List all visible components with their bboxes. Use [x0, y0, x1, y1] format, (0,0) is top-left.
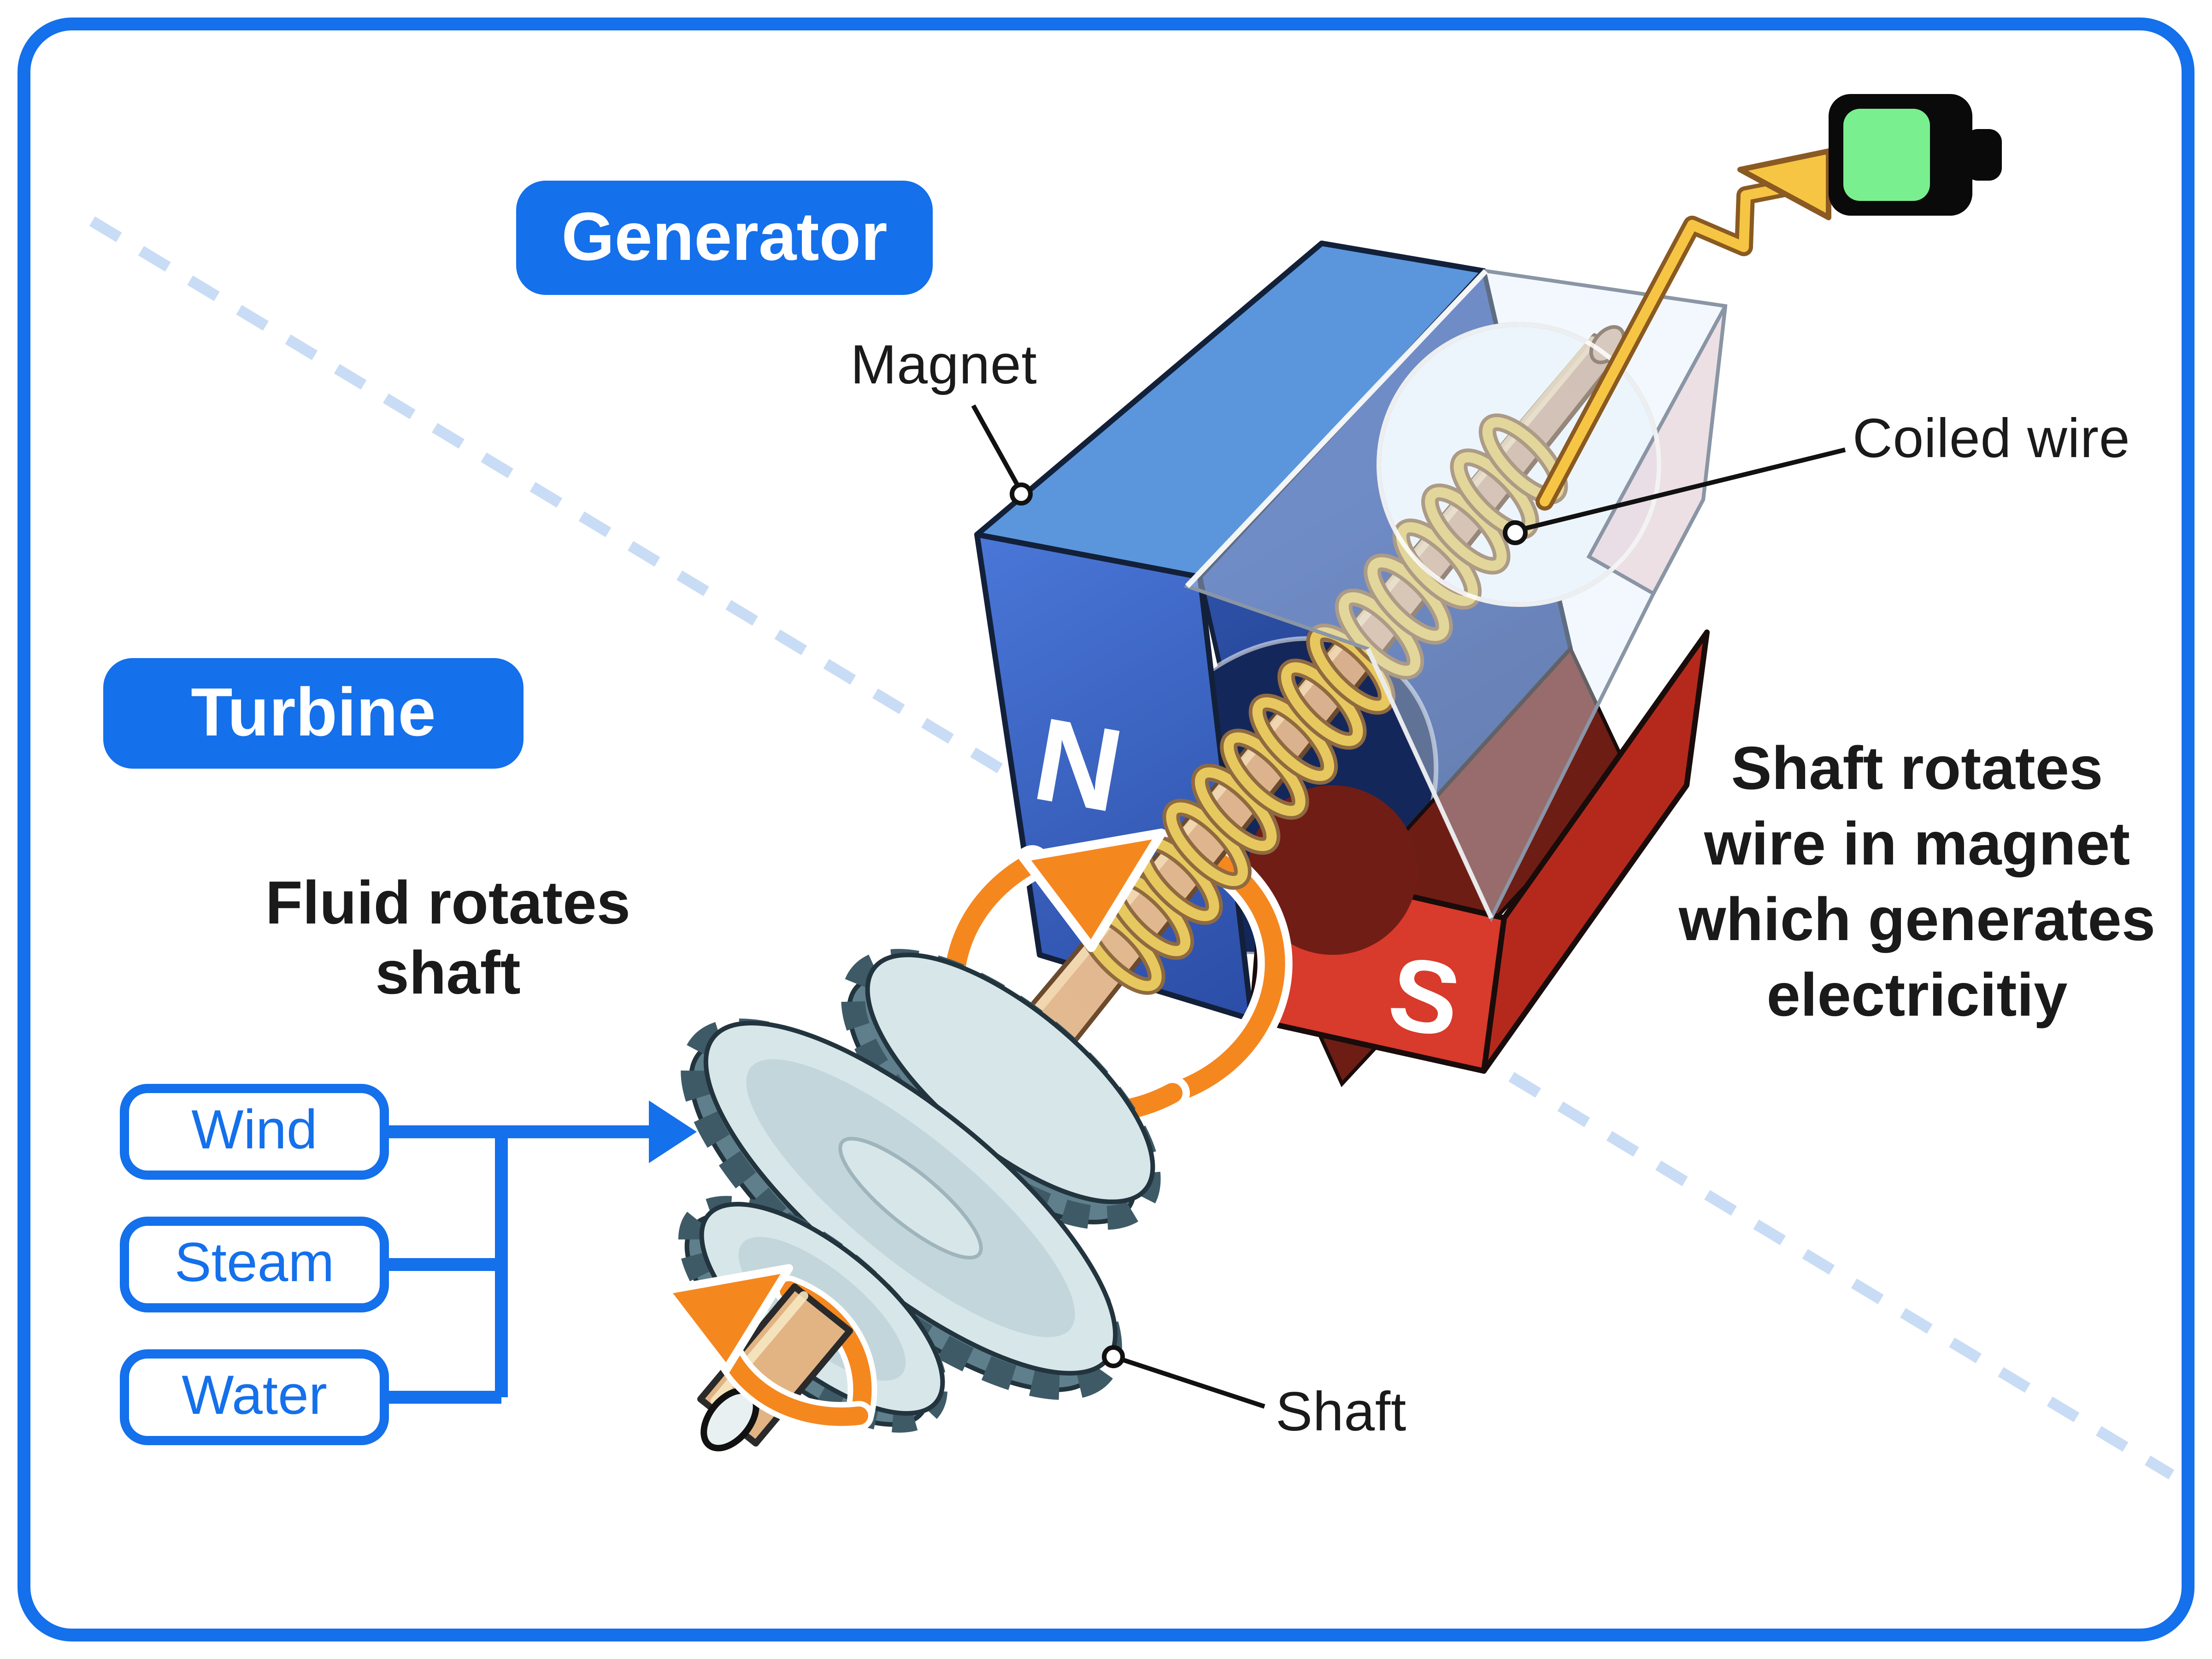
- coiled-wire-callout: Coiled wire: [1853, 409, 2130, 470]
- cover-edge-highlight-2: [1365, 647, 1494, 919]
- turbine-illustration: [678, 949, 1161, 1433]
- turbine-badge-label: Turbine: [191, 675, 436, 750]
- source-box-water: Water: [120, 1349, 389, 1445]
- shaft-lower-end: [697, 1283, 853, 1452]
- battery-icon: [1829, 94, 2002, 216]
- south-pole-label: S: [1381, 933, 1469, 1060]
- leader-lines: [971, 404, 1846, 1409]
- coiled-wire-leader: [1522, 447, 1846, 531]
- battery-charge-level: [1843, 109, 1930, 201]
- lightning-wire-icon: [1535, 148, 1840, 511]
- magnet-leader-dot: [1010, 482, 1033, 506]
- source-box-wind: Wind: [120, 1084, 389, 1180]
- cover-edge-highlight: [1185, 269, 1488, 588]
- explanation-caption: Shaft rotates wire in magnet which gener…: [1678, 734, 2156, 1029]
- magnet-leader: [971, 404, 1022, 490]
- rotation-arrow-icon: [1162, 834, 1285, 1103]
- shaft-stub-highlight: [711, 1291, 808, 1406]
- flow-arrow-icon: [649, 1100, 697, 1163]
- north-pole-label: N: [1024, 692, 1132, 838]
- shaft-callout: Shaft: [1276, 1382, 1407, 1443]
- shaft-leader: [1118, 1356, 1265, 1409]
- wind-label: Wind: [191, 1100, 318, 1161]
- water-label: Water: [182, 1366, 327, 1427]
- small-rotation-arrow-head: [661, 1264, 793, 1374]
- frame-border: [18, 18, 2194, 1641]
- magnet-south-bore-notch: [1248, 785, 1418, 955]
- coiled-wire-leader-dot: [1503, 520, 1528, 545]
- turbine-badge: Turbine: [103, 658, 524, 769]
- generator-badge: Generator: [516, 181, 933, 295]
- fluid-caption: Fluid rotates shaft: [265, 868, 631, 1006]
- magnet-south-side-face: [1481, 629, 1710, 1074]
- rotation-arrow-head: [1018, 829, 1166, 952]
- turbine-hub: [838, 1136, 983, 1260]
- battery-terminal: [1965, 129, 2002, 181]
- cover-bore-rim: [1377, 322, 1661, 607]
- fluid-flow-lines: [389, 1125, 649, 1404]
- generator-badge-label: Generator: [561, 199, 888, 275]
- steam-label: Steam: [174, 1233, 335, 1294]
- source-box-steam: Steam: [120, 1217, 389, 1312]
- magnet-callout: Magnet: [850, 335, 1037, 396]
- shaft-leader-dot: [1102, 1345, 1125, 1368]
